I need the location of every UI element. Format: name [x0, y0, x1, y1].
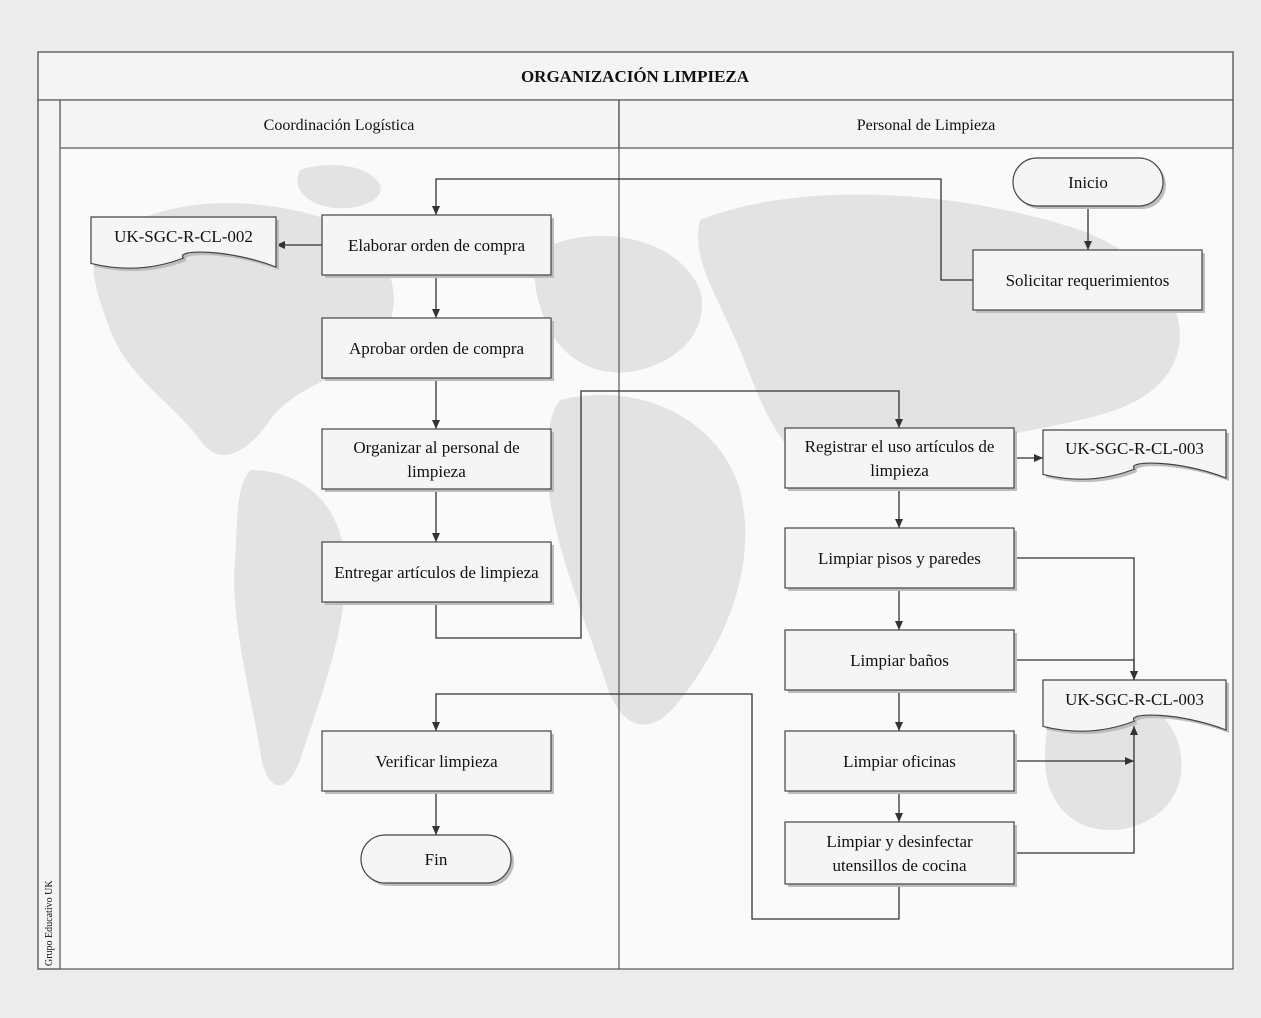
edge-entregar-to-registrar	[435, 390, 903, 639]
process-box	[784, 821, 1015, 885]
node-doc003b[interactable]: UK-SGC-R-CL-003	[1042, 679, 1229, 735]
node-label-solicitar-line-1: Solicitar requerimientos	[1006, 271, 1170, 290]
node-registrar[interactable]: Registrar el uso artículos de limpieza	[784, 427, 1017, 491]
node-pisos[interactable]: Limpiar pisos y paredes	[784, 527, 1017, 591]
edge-banos-to-doc003b	[1014, 659, 1138, 680]
node-label-organizar-line-1: Organizar al personal de	[353, 438, 519, 457]
node-doc002[interactable]: UK-SGC-R-CL-002	[90, 216, 279, 272]
document-shape	[90, 216, 277, 269]
node-doc003a[interactable]: UK-SGC-R-CL-003	[1042, 429, 1229, 483]
node-verificar[interactable]: Verificar limpieza	[321, 730, 554, 794]
node-label-inicio-line-1: Inicio	[1068, 173, 1108, 192]
edge-solicitar-to-elaborar	[432, 178, 973, 281]
process-box	[784, 427, 1015, 489]
process-box	[784, 730, 1015, 792]
node-solicitar[interactable]: Solicitar requerimientos	[972, 249, 1205, 313]
process-box	[972, 249, 1203, 311]
document-shape	[1042, 429, 1227, 480]
diagram-title: ORGANIZACIÓN LIMPIEZA	[521, 67, 750, 86]
node-inicio[interactable]: Inicio	[1012, 157, 1166, 209]
node-label-cocina-line-1: Limpiar y desinfectar	[826, 832, 973, 851]
edge-pisos-to-doc003b	[1014, 557, 1138, 680]
process-box	[321, 214, 552, 276]
pool-frame	[37, 51, 1234, 970]
edges-layer	[276, 178, 1138, 920]
side-label: Grupo Educativo UK	[44, 880, 55, 966]
node-label-elaborar-line-1: Elaborar orden de compra	[348, 236, 525, 255]
node-label-registrar-line-1: Registrar el uso artículos de	[805, 437, 995, 456]
edge-cocina-to-verificar	[432, 693, 900, 920]
node-label-pisos-line-1: Limpiar pisos y paredes	[818, 549, 981, 568]
node-label-doc003b-line-1: UK-SGC-R-CL-003	[1065, 690, 1204, 709]
process-box	[784, 629, 1015, 691]
terminator-shape	[360, 834, 512, 884]
side-band	[37, 99, 61, 970]
process-box	[321, 541, 552, 603]
node-label-verificar-line-1: Verificar limpieza	[375, 752, 498, 771]
process-box	[784, 527, 1015, 589]
node-label-doc002-line-1: UK-SGC-R-CL-002	[114, 227, 253, 246]
node-elaborar[interactable]: Elaborar orden de compra	[321, 214, 554, 278]
node-banos[interactable]: Limpiar baños	[784, 629, 1017, 693]
node-label-organizar-line-2: limpieza	[407, 462, 466, 481]
node-organizar[interactable]: Organizar al personal de limpieza	[321, 428, 554, 492]
node-label-fin-line-1: Fin	[425, 850, 448, 869]
node-entregar[interactable]: Entregar artículos de limpieza	[321, 541, 554, 605]
edge-cocina-to-doc003b	[1014, 726, 1138, 854]
terminator-shape	[1012, 157, 1164, 207]
node-fin[interactable]: Fin	[360, 834, 514, 886]
node-label-doc003a-line-1: UK-SGC-R-CL-003	[1065, 439, 1204, 458]
node-oficinas[interactable]: Limpiar oficinas	[784, 730, 1017, 794]
lane-label-personal: Personal de Limpieza	[857, 117, 996, 134]
node-label-entregar-line-1: Entregar artículos de limpieza	[334, 563, 539, 582]
node-label-banos-line-1: Limpiar baños	[850, 651, 949, 670]
node-label-registrar-line-2: limpieza	[870, 461, 929, 480]
node-label-oficinas-line-1: Limpiar oficinas	[843, 752, 956, 771]
node-label-cocina-line-2: utensillos de cocina	[832, 856, 967, 875]
process-box	[321, 317, 552, 379]
document-shape	[1042, 679, 1227, 732]
process-box	[321, 730, 552, 792]
process-box	[321, 428, 552, 490]
node-aprobar[interactable]: Aprobar orden de compra	[321, 317, 554, 381]
node-cocina[interactable]: Limpiar y desinfectar utensillos de cocin…	[784, 821, 1017, 887]
node-label-aprobar-line-1: Aprobar orden de compra	[349, 339, 525, 358]
lane-label-coordinacion: Coordinación Logística	[264, 117, 415, 134]
